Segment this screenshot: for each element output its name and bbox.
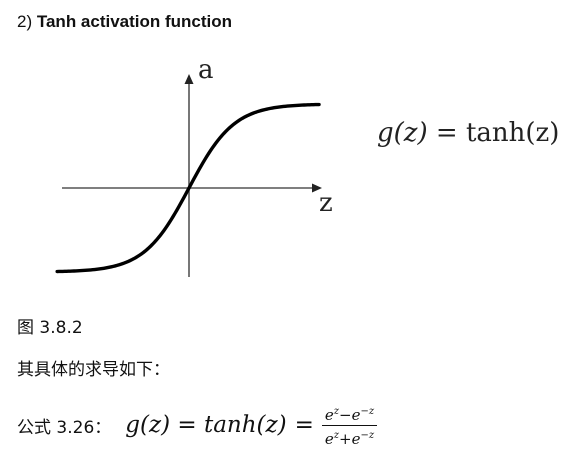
equation-3-26: 公式 3.26： g(z) = tanh(z) = ez−e−z ez+e−z	[17, 400, 378, 450]
equation-lhs: g(z) = tanh(z)	[125, 412, 287, 438]
denominator-term-b: e	[351, 429, 361, 448]
tanh-curve	[55, 102, 321, 274]
equation-fraction: ez−e−z ez+e−z	[321, 403, 378, 448]
section-heading: 2) Tanh activation function	[17, 12, 232, 32]
numerator-op: −	[339, 405, 352, 424]
denominator-term-a: e	[324, 429, 334, 448]
tanh-definition-rhs: tanh(z)	[465, 118, 560, 148]
equation-label: 公式 3.26：	[17, 417, 112, 438]
numerator-term-a: e	[324, 405, 334, 424]
numerator-term-b: e	[351, 405, 361, 424]
y-axis-label: a	[198, 55, 214, 85]
numerator-exp-b: −z	[360, 405, 375, 417]
denominator-exp-a: z	[333, 429, 340, 441]
denominator-op: +	[339, 429, 352, 448]
fraction-numerator: ez−e−z	[321, 403, 378, 426]
equation-equals: =	[294, 412, 314, 438]
y-axis-arrow	[184, 74, 194, 84]
tanh-definition-eq: =	[435, 118, 458, 148]
x-axis-label: z	[319, 188, 333, 218]
section-title: Tanh activation function	[36, 12, 233, 31]
tanh-definition-lhs: g(z)	[377, 118, 428, 148]
denominator-exp-b: −z	[360, 429, 375, 441]
derivation-intro: 其具体的求导如下：	[17, 360, 170, 380]
figure-caption: 图 3.8.2	[17, 318, 83, 338]
fraction-denominator: ez+e−z	[322, 426, 377, 448]
numerator-exp-a: z	[333, 405, 340, 417]
x-axis-arrow	[312, 183, 322, 193]
section-number: 2)	[17, 12, 33, 31]
tanh-definition: g(z) = tanh(z)	[377, 118, 559, 148]
